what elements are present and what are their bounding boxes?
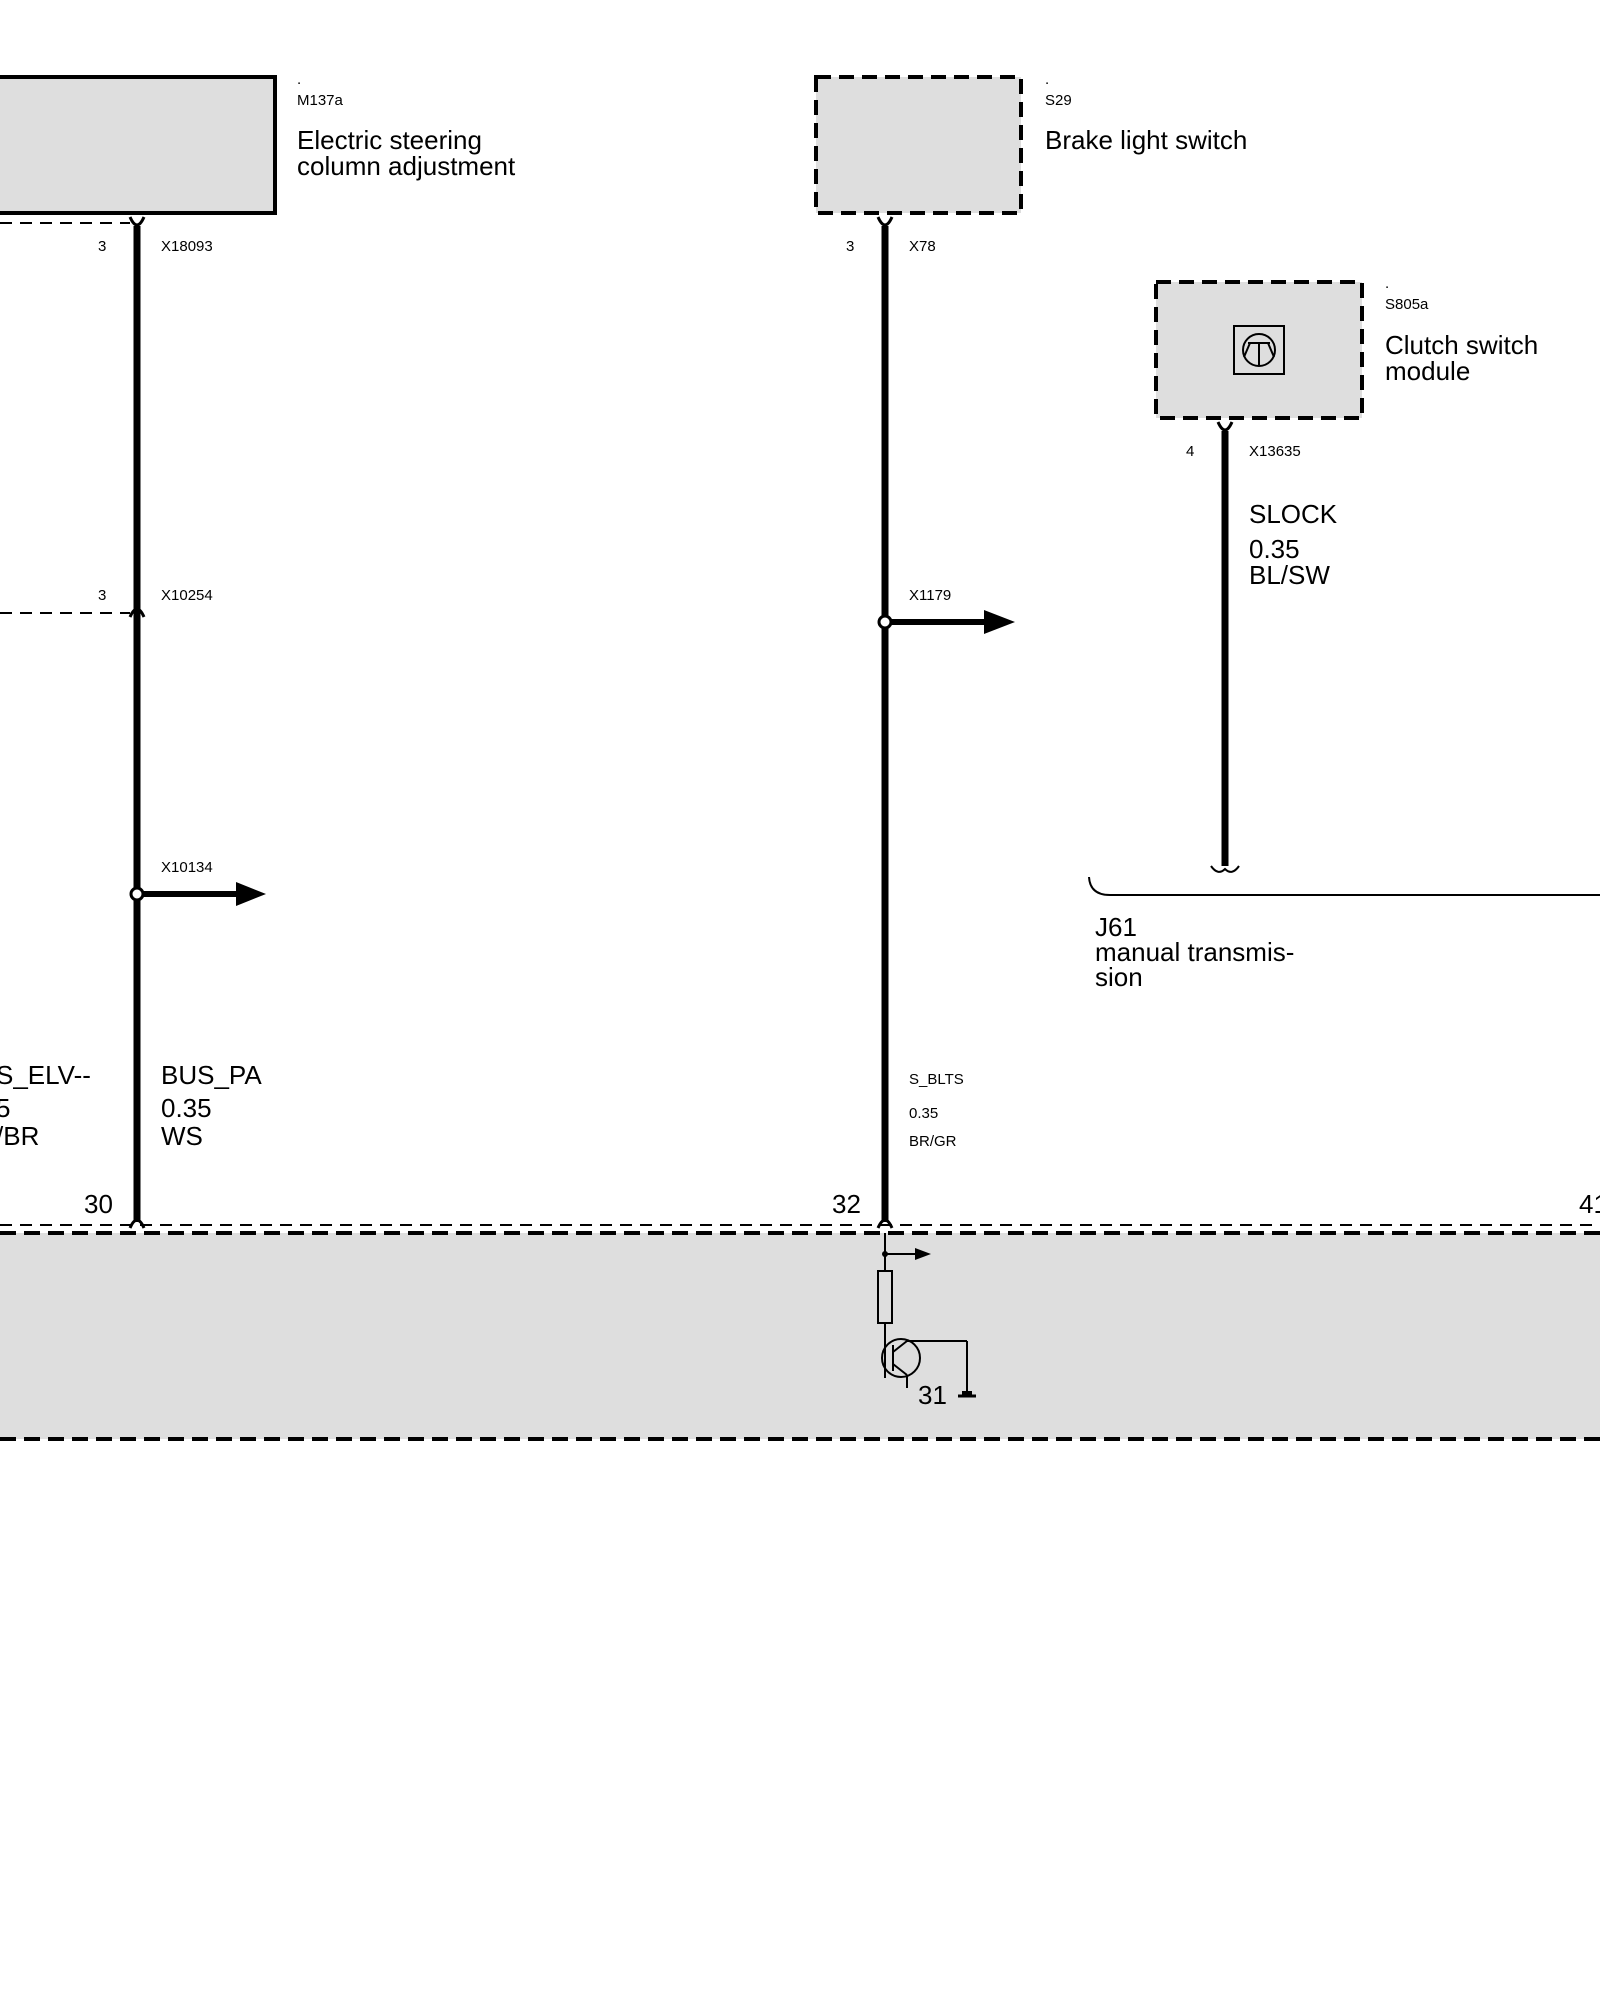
svg-text:/BR: /BR (0, 1121, 39, 1151)
variant-line2: sion (1095, 962, 1143, 992)
connector-x18093-pin: 3 (98, 238, 106, 255)
component-s805a-name-line1: Clutch switch (1385, 330, 1538, 360)
arrow-right-icon (984, 610, 1015, 634)
connector-x10254-name: X10254 (161, 587, 213, 604)
component-s29-dot: . (1045, 71, 1049, 88)
control-unit-pin-30[interactable]: 30 (84, 1189, 146, 1229)
component-m137a-code: M137a (297, 92, 344, 109)
connector-x10254[interactable]: 3 X10254 (98, 587, 213, 618)
component-s805a-dot: . (1385, 275, 1389, 292)
svg-text:SLOCK: SLOCK (1249, 499, 1338, 529)
transistor-icon (1233, 325, 1285, 375)
transistor-icon (881, 1338, 968, 1392)
connector-x13635-pin: 4 (1186, 443, 1194, 460)
wire-label-s-elv: S_ELV-- 5 /BR (0, 1060, 91, 1151)
wire-label-slock: SLOCK 0.35 BL/SW (1249, 499, 1338, 590)
svg-text:BL/SW: BL/SW (1249, 560, 1330, 590)
svg-text:0.35: 0.35 (161, 1093, 212, 1123)
connector-x18093-name: X18093 (161, 238, 213, 255)
connector-x78[interactable]: 3 X78 (846, 216, 936, 255)
component-m137a-name-line1: Electric steering (297, 125, 482, 155)
svg-text:S_BLTS: S_BLTS (909, 1071, 964, 1088)
component-s805a[interactable]: . S805a Clutch switch module (1154, 275, 1538, 420)
ground-pin-31: 31 (918, 1380, 947, 1410)
variant-line1: manual transmis- (1095, 937, 1294, 967)
connector-x13635-name: X13635 (1249, 443, 1301, 460)
variant-bracket-j61: J61 manual transmis- sion (1088, 876, 1600, 992)
control-unit-pin-41: 41 (1579, 1189, 1600, 1219)
connector-x10254-pin: 3 (98, 587, 106, 604)
internal-output-stage: 31 (877, 1233, 976, 1410)
connector-x13635[interactable]: 4 X13635 (1186, 421, 1301, 460)
arrow-right-icon (236, 882, 266, 906)
component-m137a-name-line2: column adjustment (297, 151, 516, 181)
wire-slock-end (1210, 865, 1240, 873)
component-s805a-name-line2: module (1385, 356, 1470, 386)
svg-text:30: 30 (84, 1189, 113, 1219)
ground-icon (958, 1391, 976, 1398)
component-s805a-code: S805a (1385, 296, 1429, 313)
connector-x78-name: X78 (909, 238, 936, 255)
component-s29[interactable]: . S29 Brake light switch (814, 71, 1247, 215)
component-s29-name: Brake light switch (1045, 125, 1247, 155)
svg-text:32: 32 (832, 1189, 861, 1219)
component-m137a[interactable]: . M137a Electric steering column adjustm… (0, 71, 516, 215)
svg-text:BR/GR: BR/GR (909, 1133, 957, 1150)
svg-text:BUS_PA: BUS_PA (161, 1060, 262, 1090)
connector-x10134-name: X10134 (161, 859, 213, 876)
connector-x18093[interactable]: 3 X18093 (98, 216, 213, 255)
control-unit[interactable] (0, 1224, 1600, 1441)
variant-code: J61 (1095, 912, 1137, 942)
connector-x1179-name: X1179 (909, 587, 951, 604)
component-m137a-dot: . (297, 71, 301, 88)
svg-text:0.35: 0.35 (909, 1105, 938, 1122)
splice-x1179[interactable]: X1179 (877, 587, 1015, 634)
component-s29-code: S29 (1045, 92, 1072, 109)
splice-x10134[interactable]: X10134 (129, 859, 266, 906)
svg-text:0.35: 0.35 (1249, 534, 1300, 564)
wire-label-bus-pa: BUS_PA 0.35 WS (161, 1060, 262, 1151)
arrow-right-icon (915, 1248, 931, 1260)
control-unit-pin-32[interactable]: 32 (832, 1189, 894, 1229)
svg-text:S_ELV--: S_ELV-- (0, 1060, 91, 1090)
svg-text:5: 5 (0, 1093, 10, 1123)
wire-label-s-blts: S_BLTS 0.35 BR/GR (909, 1071, 964, 1150)
connector-x78-pin: 3 (846, 238, 854, 255)
svg-text:WS: WS (161, 1121, 203, 1151)
